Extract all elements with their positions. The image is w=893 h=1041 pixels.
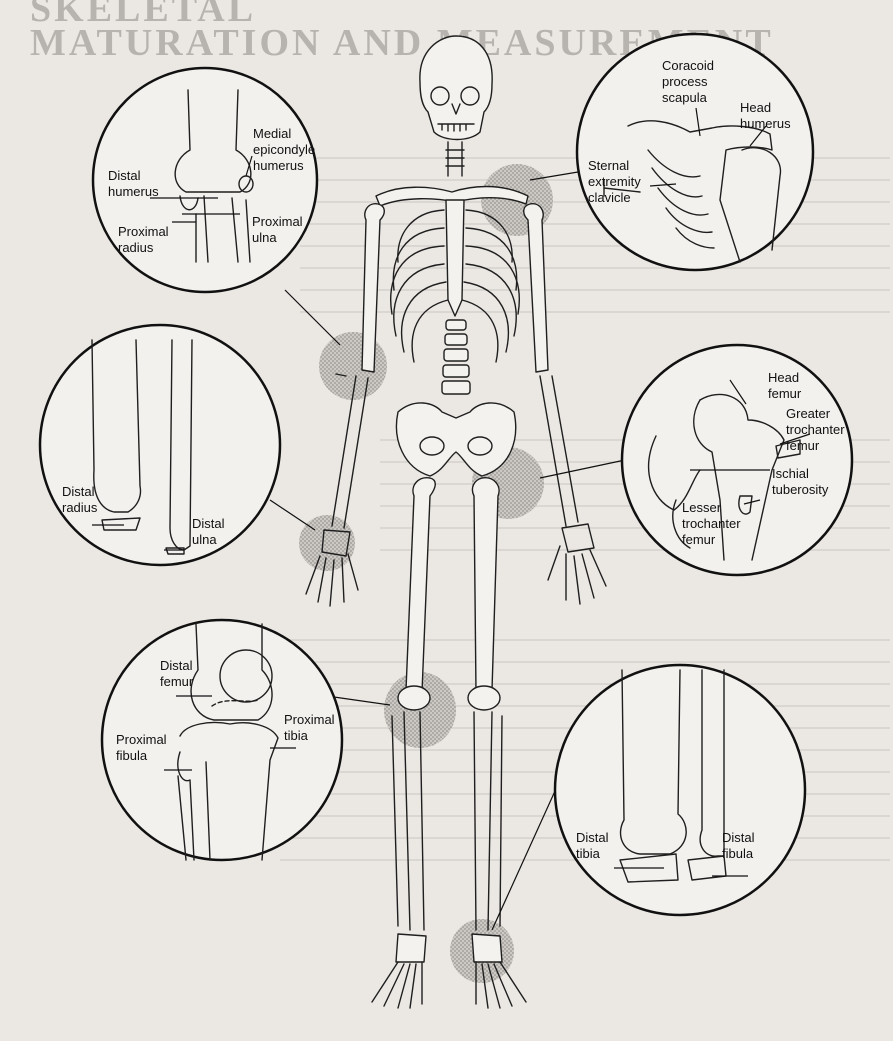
label-head-humerus-2: humerus [740,116,791,131]
label-epicondyle: epicondyle [253,142,315,157]
label-femur-greater: femur [786,438,820,453]
svg-text:Distalradius: Distalradius [62,484,98,515]
label-proximal-fibula-2: fibula [116,748,148,763]
svg-text:Distalfemur: Distalfemur [160,658,194,689]
label-trochanter-lesser: trochanter [682,516,741,531]
label-process: process [662,74,708,89]
svg-text:Distalfibula: Distalfibula [722,830,755,861]
left-hand [548,524,606,604]
inset-shoulder: Coracoidprocessscapula Headhumerus Stern… [577,34,813,270]
label-proximal-tibia-1: Proximal [284,712,335,727]
right-femur [406,478,435,692]
label-extremity: extremity [588,174,641,189]
inset-wrist-circle [40,325,280,565]
label-proximal-fibula-1: Proximal [116,732,167,747]
label-head-femur-1: Head [768,370,799,385]
label-tuberosity: tuberosity [772,482,829,497]
label-distal-humerus-1: Distal [108,168,141,183]
inset-knee: Distalfemur Proximaltibia Proximalfibula [102,620,342,860]
inset-hip: Headfemur Greatertrochanterfemur Ischial… [622,345,852,575]
svg-text:Coracoidprocessscapula: Coracoidprocessscapula [662,58,714,105]
elbow-site-marker [319,332,387,400]
label-proximal-ulna-1: Proximal [252,214,303,229]
label-distal-radius-1: Distal [62,484,95,499]
label-distal-ulna-1: Distal [192,516,225,531]
svg-text:Headfemur: Headfemur [768,370,802,401]
label-greater: Greater [786,406,831,421]
label-coracoid: Coracoid [662,58,714,73]
inset-ankle: Distaltibia Distalfibula [555,665,805,915]
label-distal-femur-2: femur [160,674,194,689]
label-distal-femur-1: Distal [160,658,193,673]
pelvis [396,403,515,476]
label-distal-humerus-2: humerus [108,184,159,199]
label-distal-tibia-1: Distal [576,830,609,845]
label-ischial: Ischial [772,466,809,481]
label-distal-fibula-1: Distal [722,830,755,845]
central-skeleton [299,36,606,1008]
label-proximal-radius-2: radius [118,240,154,255]
label-sternal: Sternal [588,158,629,173]
spine [442,320,470,394]
wrist-site-marker [299,515,355,571]
label-proximal-ulna-2: ulna [252,230,277,245]
label-head-femur-2: femur [768,386,802,401]
inset-hip-circle [622,345,852,575]
label-medial: Medial [253,126,291,141]
left-femur [472,478,499,692]
label-lesser: Lesser [682,500,722,515]
label-proximal-tibia-2: tibia [284,728,309,743]
inset-wrist: Distalradius Distalulna [40,325,280,565]
label-distal-tibia-2: tibia [576,846,601,861]
label-femur-lesser: femur [682,532,716,547]
sternum [446,200,464,316]
label-clavicle: clavicle [588,190,631,205]
label-humerus-medial: humerus [253,158,304,173]
label-scapula: scapula [662,90,708,105]
label-distal-radius-2: radius [62,500,98,515]
inset-elbow: Medialepicondylehumerus Distalhumerus Pr… [93,68,317,292]
label-head-humerus-1: Head [740,100,771,115]
label-trochanter-greater: trochanter [786,422,845,437]
label-proximal-radius-1: Proximal [118,224,169,239]
label-distal-ulna-2: ulna [192,532,217,547]
label-distal-fibula-2: fibula [722,846,754,861]
